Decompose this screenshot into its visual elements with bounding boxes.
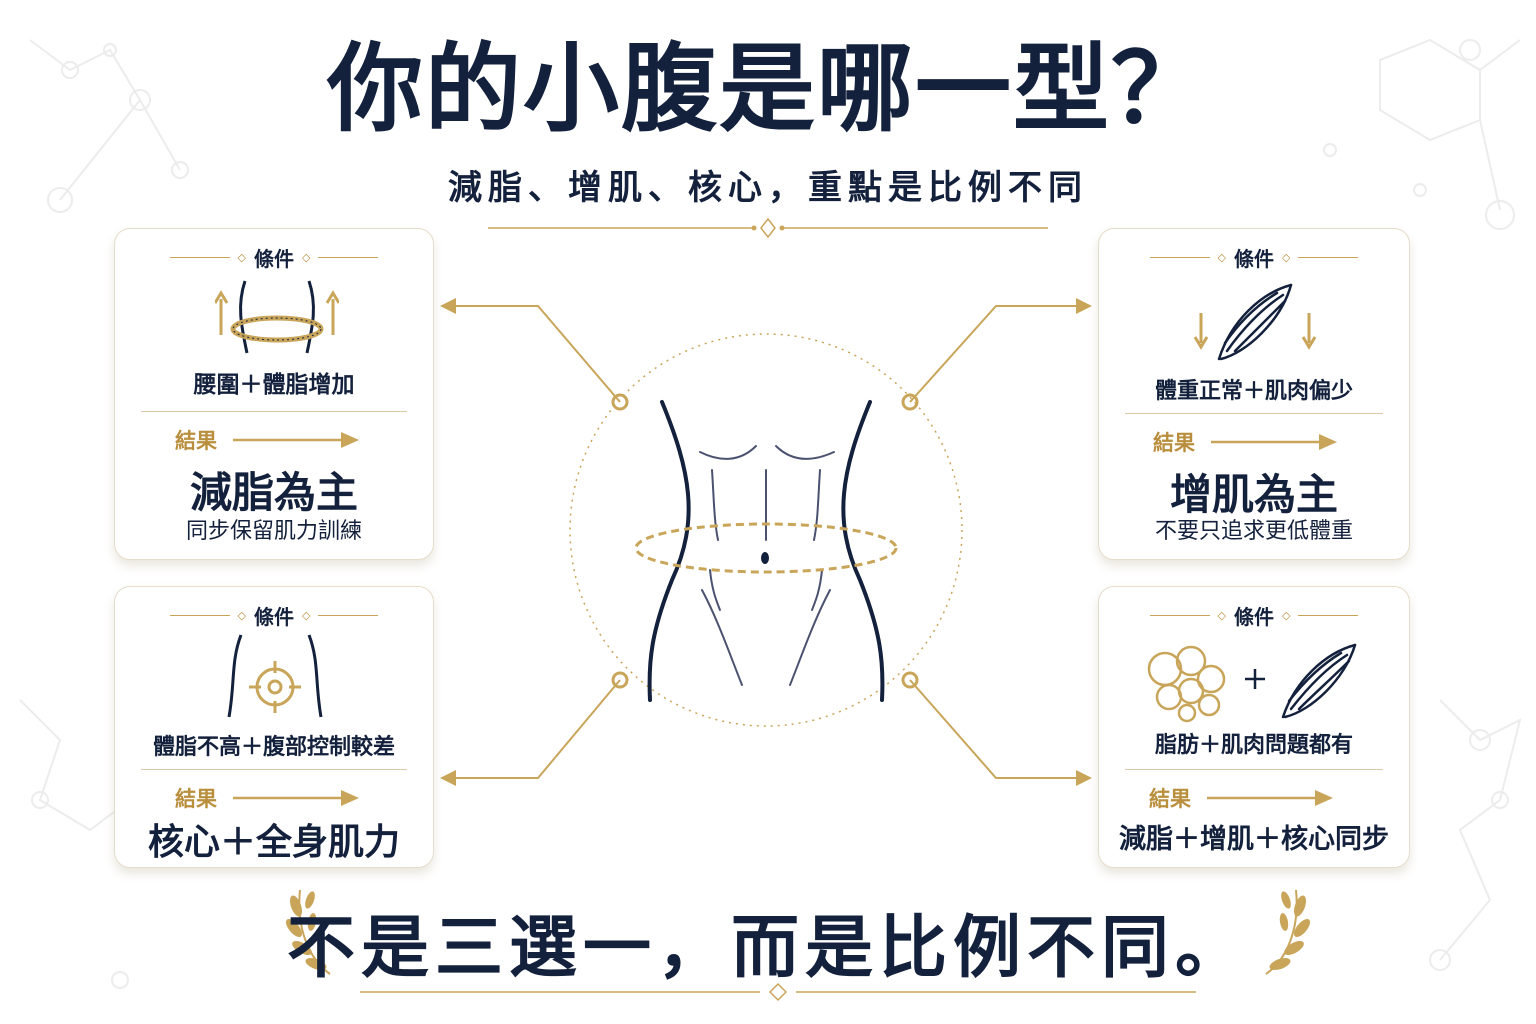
waist-dashed-belt	[634, 522, 898, 574]
result-arrow-icon	[1211, 434, 1337, 450]
result-label: 結果	[175, 428, 217, 453]
connector-bottom-left	[446, 679, 621, 779]
arrow-head-top-left	[440, 298, 456, 314]
connector-top-right	[909, 305, 1086, 403]
result-text: 核心＋全身肌力	[147, 821, 400, 863]
card-combined: ◇ 條件 ◇ 脂肪＋肌肉問題都有 結果 減脂＋增肌＋核心同步	[1098, 586, 1410, 868]
center-dotted-circle	[569, 333, 963, 727]
arrow-head-top-right	[1076, 298, 1092, 314]
result-arrow-icon	[233, 790, 359, 806]
condition-label: 條件	[254, 605, 294, 629]
laurel-right-icon	[1265, 889, 1311, 975]
card-fat-loss: ◇ 條件 ◇ 腰圍＋體脂增加 結果 減脂為主 同步保留肌力訓練	[114, 228, 434, 560]
condition-label: 條件	[1234, 605, 1274, 629]
result-label: 結果	[1149, 786, 1191, 811]
result-arrow-icon	[233, 432, 359, 448]
title-divider-ornament	[488, 217, 1048, 239]
page-subtitle: 減脂、增肌、核心，重點是比例不同	[448, 168, 1088, 208]
laurel-left-icon	[285, 889, 331, 975]
core-target-icon	[227, 634, 323, 718]
result-text: 增肌為主	[1169, 470, 1338, 519]
arrow-head-bottom-left	[440, 770, 456, 786]
condition-text: 腰圍＋體脂增加	[193, 371, 355, 398]
result-text: 減脂＋增肌＋核心同步	[1119, 824, 1389, 855]
torso-outline-icon	[647, 400, 885, 702]
result-text: 減脂為主	[189, 468, 358, 517]
result-note: 不要只追求更低體重	[1154, 519, 1353, 544]
card-muscle-gain: ◇ 條件 ◇ 體重正常＋肌肉偏少 結果 增肌為主 不要只追求更低體重	[1098, 228, 1410, 560]
muscle-fiber-icon	[1193, 283, 1317, 361]
card-core-strength: ◇ 條件 ◇ 體脂不高＋腹部控制較差 結果 核心＋全身肌力	[114, 586, 434, 868]
connector-top-left	[446, 305, 621, 403]
result-label: 結果	[175, 786, 217, 811]
condition-label: 條件	[1234, 247, 1274, 271]
result-note: 同步保留肌力訓練	[185, 519, 362, 544]
result-arrow-icon	[1207, 790, 1333, 806]
waist-measuring-tape-icon	[215, 280, 339, 354]
condition-text: 脂肪＋肌肉問題都有	[1154, 732, 1353, 758]
arrow-head-bottom-right	[1076, 770, 1092, 786]
fat-cells-plus-muscle-icon	[1147, 643, 1357, 723]
result-label: 結果	[1153, 430, 1195, 455]
page-title: 你的小腹是哪一型？	[327, 32, 1209, 145]
condition-text: 體重正常＋肌肉偏少	[1154, 378, 1353, 404]
connector-bottom-right	[909, 679, 1086, 779]
condition-text: 體脂不高＋腹部控制較差	[152, 734, 395, 760]
condition-label: 條件	[254, 247, 294, 271]
footer-ornament	[285, 889, 1311, 1002]
footer-statement: 不是三選一，而是比例不同。	[286, 908, 1249, 988]
